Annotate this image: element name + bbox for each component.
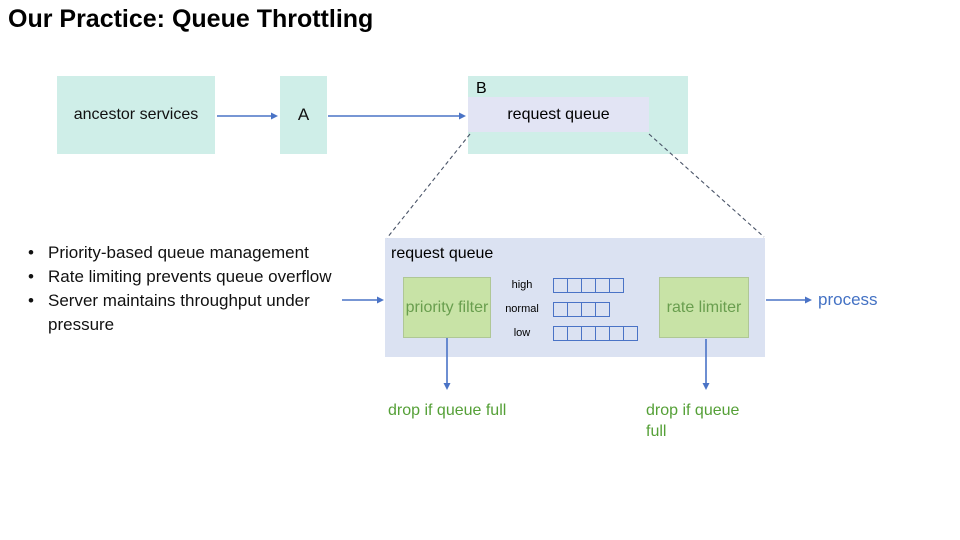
queue-cell [567,302,582,317]
service-b-box: B request queue [468,76,688,154]
drop-if-full-right-label: drop if queue full [646,402,740,440]
request-queue-detail-box: request queue priority filter high norma… [385,238,765,357]
queue-cell [595,326,610,341]
page-title: Our Practice: Queue Throttling [8,5,374,33]
process-label: process [818,290,878,309]
queue-cell [553,326,568,341]
priority-filter-label: priority filter [405,298,489,316]
rate-limiter-label: rate limiter [666,298,742,316]
queue-cell [609,326,624,341]
queue-cell [595,302,610,317]
lane-cells-low [553,326,638,341]
bullet-item: Priority-based queue management [26,241,338,265]
queue-cell [581,326,596,341]
queue-cell [553,302,568,317]
ancestor-services-box: ancestor services [57,76,215,154]
queue-cell [567,326,582,341]
priority-filter-box: priority filter [403,277,491,338]
queue-cell [623,326,638,341]
request-queue-mini-label: request queue [507,105,610,123]
dashed-expand-left [386,133,471,239]
queue-cell [595,278,610,293]
request-queue-mini-box: request queue [468,97,649,132]
lane-label-normal: normal [505,303,539,315]
service-a-label: A [297,105,310,124]
lane-cells-high [553,278,624,293]
queue-cell [581,278,596,293]
drop-if-full-left-label: drop if queue full [388,402,507,419]
bullet-list: Priority-based queue management Rate lim… [26,241,338,337]
lane-label-low: low [513,327,531,339]
bullet-item: Rate limiting prevents queue overflow [26,265,338,289]
bullet-item: Server maintains throughput under pressu… [26,289,338,337]
queue-cell [609,278,624,293]
service-b-label: B [476,80,487,97]
queue-cell [553,278,568,293]
rate-limiter-box: rate limiter [659,277,749,338]
ancestor-services-label: ancestor services [73,106,199,123]
lane-label-high: high [511,279,533,291]
queue-cell [581,302,596,317]
lane-cells-normal [553,302,610,317]
request-queue-detail-title: request queue [391,245,494,262]
service-a-box: A [280,76,327,154]
queue-cell [567,278,582,293]
